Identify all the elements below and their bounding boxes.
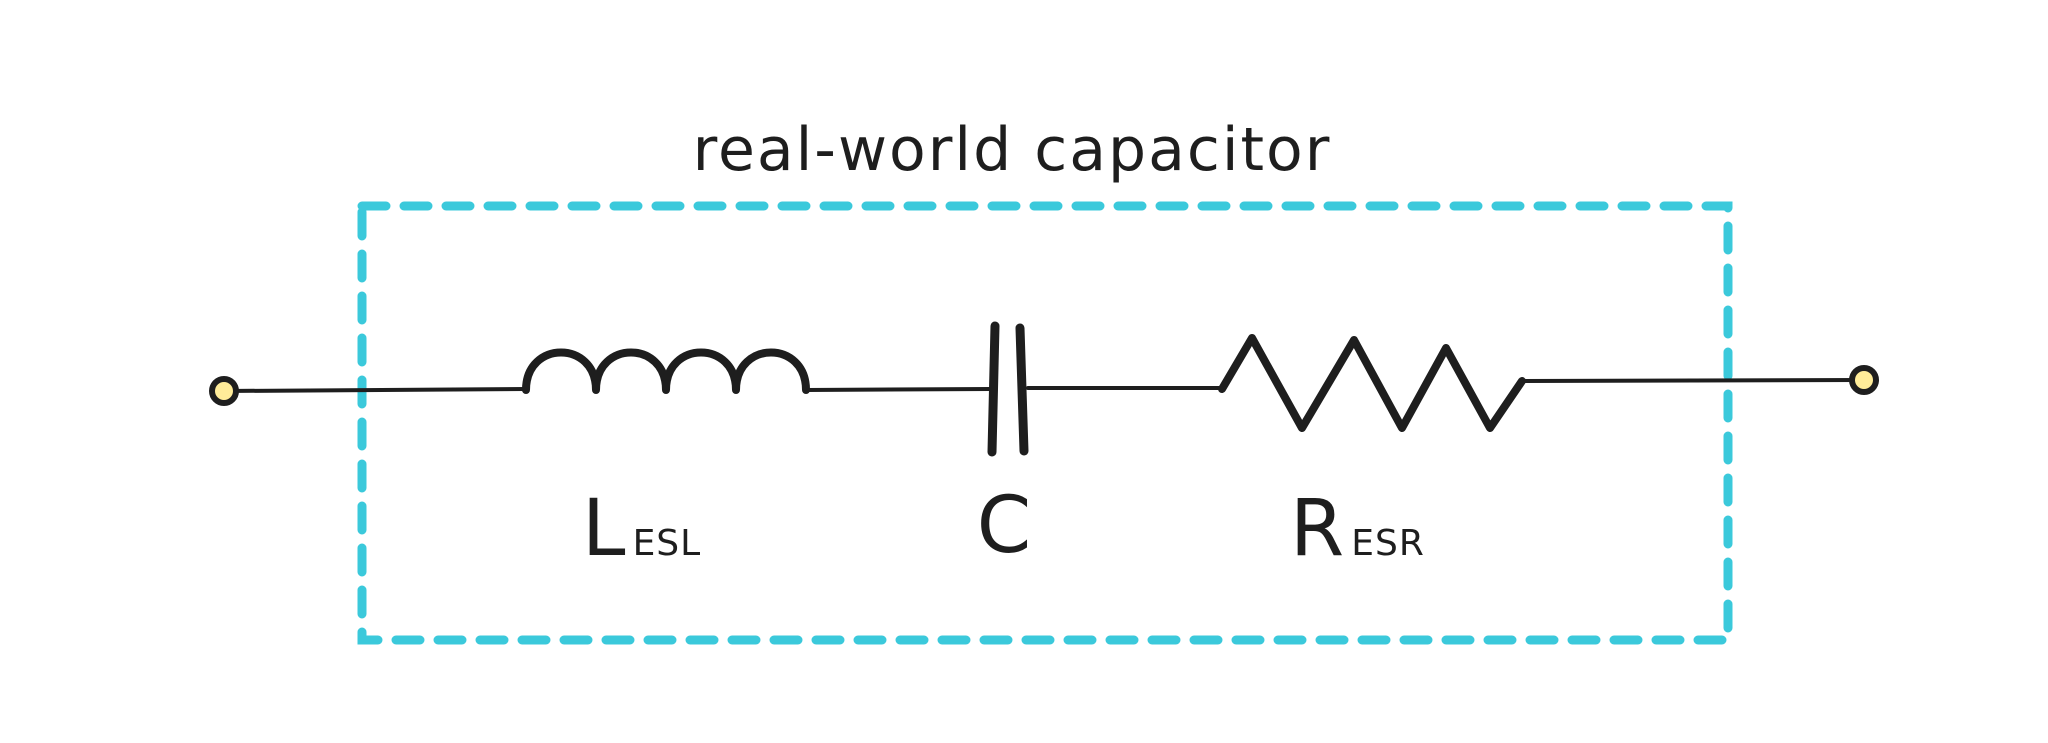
inductor-label: L ESL — [582, 484, 701, 574]
diagram-title: real-world capacitor — [693, 115, 1332, 185]
wire-left-terminal-to-inductor — [224, 387, 528, 393]
circuit-wires — [224, 378, 1864, 393]
capacitor-label: C — [977, 481, 1031, 571]
capacitor-plate-right — [1015, 323, 1029, 456]
capacitor-plate-left — [987, 321, 1000, 457]
capacitor-symbol — [987, 321, 1029, 457]
wire-resistor-to-right-terminal — [1520, 378, 1864, 383]
inductor-symbol — [522, 348, 810, 394]
resistor-symbol — [1218, 334, 1526, 432]
resistor-label-subscript: ESR — [1351, 523, 1425, 564]
resistor-label-main: R — [1290, 484, 1344, 574]
resistor-label: R ESR — [1290, 484, 1425, 574]
right-terminal — [1849, 365, 1879, 395]
left-terminal — [209, 376, 239, 406]
wire-inductor-to-capacitor — [804, 387, 993, 392]
inductor-label-main: L — [582, 484, 626, 574]
capacitor-boundary-box — [357, 201, 1733, 645]
inductor-label-subscript: ESL — [633, 523, 702, 564]
